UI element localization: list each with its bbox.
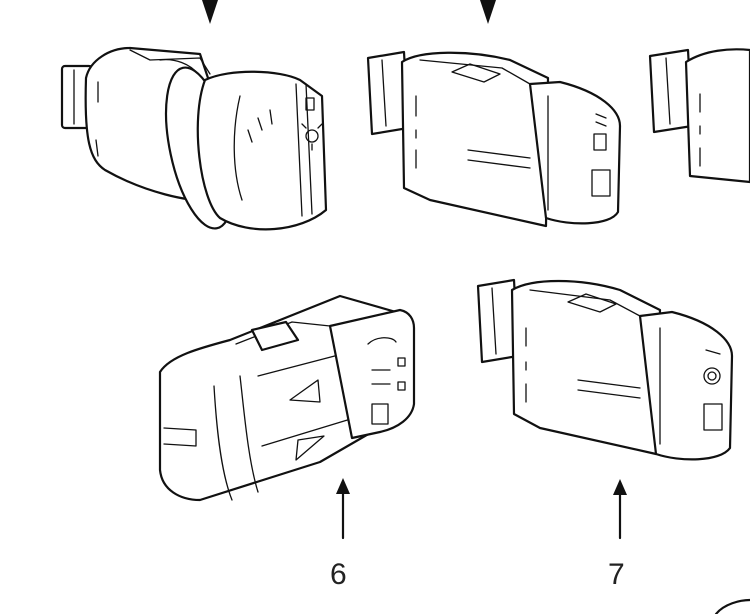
rocker-switch-7 — [476, 278, 734, 461]
rocker-switch-top-middle — [366, 50, 622, 228]
callout-6: 6 — [330, 478, 350, 591]
callout-label-6: 6 — [330, 558, 347, 591]
rotary-light-switch — [60, 46, 328, 231]
callout-label-7: 7 — [608, 558, 625, 591]
rocker-switch-6 — [158, 294, 416, 502]
top-pointer-arrows — [202, 0, 496, 24]
rocker-switch-top-right — [648, 48, 750, 184]
cropped-part-outline — [714, 598, 750, 614]
callout-7: 7 — [608, 479, 627, 591]
